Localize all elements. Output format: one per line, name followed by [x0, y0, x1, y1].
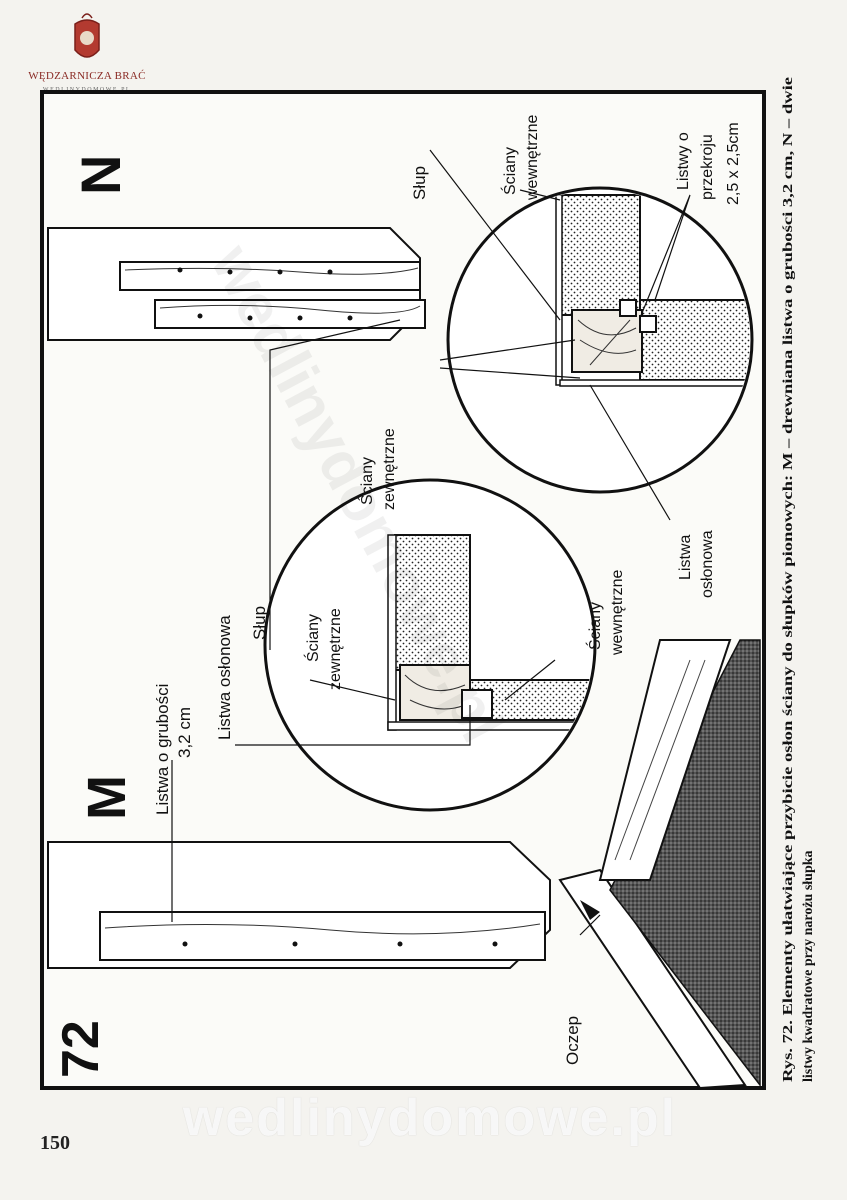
- corner-floor: [558, 639, 761, 1090]
- label-sciany-zew-n-1: Ściany: [357, 457, 376, 505]
- label-oczep: Oczep: [563, 1016, 582, 1065]
- label-listwa-grubosci-2: 3,2 cm: [175, 707, 194, 758]
- label-sciany-wew-m-2: wewnętrzne: [609, 570, 626, 656]
- panel-n-posts: [47, 227, 426, 341]
- panel-m-letter: M: [77, 775, 137, 820]
- label-sciany-wew-n-2: wewnętrzne: [524, 115, 541, 201]
- page-number: 150: [40, 1132, 70, 1154]
- panel-n-detail: [446, 186, 754, 494]
- label-listwa-oslonowa-n-2: osłonowa: [699, 530, 716, 598]
- label-listwy-przekroju-1: Listwy o: [675, 132, 692, 190]
- label-listwy-przekroju-2: przekroju: [699, 134, 716, 200]
- label-sciany-zew-n-2: zewnętrzne: [381, 428, 398, 510]
- panel-m-detail: [263, 478, 597, 812]
- panel-m-posts: [47, 841, 551, 969]
- logo-name: WĘDZARNICZA BRAĆ: [28, 70, 146, 82]
- label-sciany-wew-m-1: Ściany: [585, 602, 604, 650]
- caption-line-1: Rys. 72. Elementy ułatwiające przybicie …: [781, 77, 796, 1082]
- panel-n-letter: N: [69, 155, 132, 195]
- label-slup-n: Słup: [410, 166, 429, 200]
- label-sciany-zew-m-1: Ściany: [303, 614, 322, 662]
- leader-lines: [171, 149, 691, 936]
- label-slup-m: Słup: [250, 606, 269, 640]
- label-listwa-grubosci-1: Listwa o grubości: [153, 684, 172, 815]
- figure-number: 72: [52, 1020, 110, 1078]
- label-listwa-oslonowa-n-1: Listwa: [677, 535, 694, 580]
- watermark-bottom: wedlinydomowe.pl: [182, 1089, 678, 1147]
- label-listwy-przekroju-3: 2,5 x 2,5cm: [725, 122, 742, 205]
- label-sciany-zew-m-2: zewnętrzne: [327, 608, 344, 690]
- crest-icon: [74, 13, 100, 58]
- label-sciany-wew-n-1: Ściany: [500, 147, 519, 195]
- label-listwa-oslonowa-m: Listwa osłonowa: [215, 615, 234, 740]
- caption-line-2: listwy kwadratowe przy narożu słupka: [801, 850, 816, 1082]
